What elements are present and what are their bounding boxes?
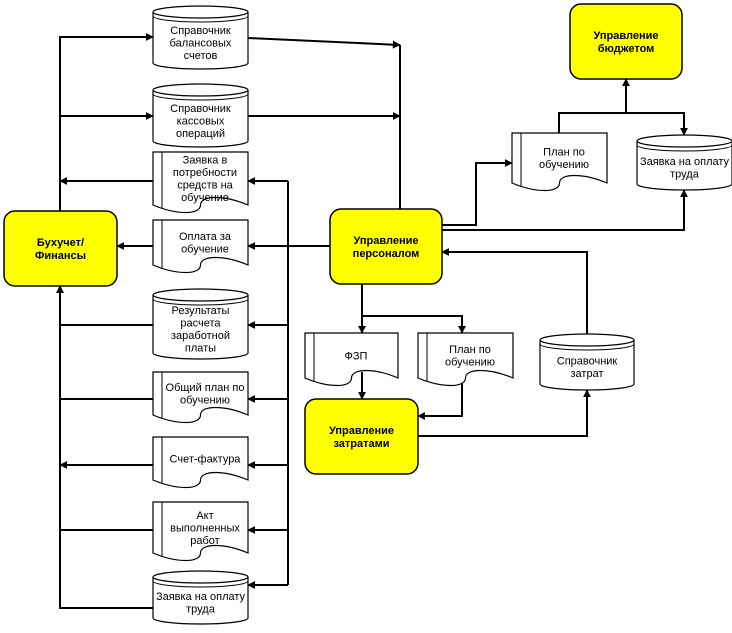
label-line: Бухучет/ [37,237,84,249]
label-line: работ [190,535,219,547]
process-buhuchet: Бухучет/Финансы [3,210,118,287]
label-line: расчета [180,318,221,330]
connector-line [558,112,688,136]
document-invoice: Счет-фактура [152,436,249,489]
connector-line [442,159,513,226]
label-line: заработной [171,330,230,342]
document-payroll_fund: ФЗП [304,332,399,387]
label-line: Заявка в [183,155,228,167]
label-line: Результаты [172,305,230,317]
label-line: средств на [177,180,233,192]
label-line: Финансы [35,250,86,262]
connector-line [56,285,153,609]
label-line: обучению [539,159,589,171]
label-line: Счет-фактура [170,453,242,465]
label-line: Справочник [170,103,231,115]
label-line: ФЗП [345,350,368,362]
label-line: Заявка на оплату [156,591,246,603]
label-line: затратами [333,438,389,450]
label-line: труда [670,169,700,181]
label-line: труда [186,604,216,616]
connectors [56,33,688,609]
connector-line [441,248,588,334]
label-line: Общий план по [166,382,245,394]
label-line: счетов [184,50,218,62]
connector-line [417,378,463,420]
connector-line [56,285,153,326]
label-line: кассовых [177,115,225,127]
label-line: операций [176,128,225,140]
label-line: обучению [180,395,230,407]
label-line: затрат [571,368,604,380]
label-line: Управление [329,425,394,437]
label-line: обучение [181,192,229,204]
svg-text:Бухучет/Финансы: Бухучет/Финансы [35,237,86,262]
label-line: Оплата за [179,231,232,243]
label-line: бюджетом [598,43,655,55]
label-line: Управление [593,30,658,42]
connector-line [362,315,466,334]
label-line: обучению [445,357,495,369]
connector-line [59,33,154,211]
label-line: План по [543,147,585,159]
label-line: потребности [173,167,237,179]
connector-line [442,189,688,231]
label-line: балансовых [170,37,232,49]
label-line: обучение [181,244,229,256]
connector-line [247,37,401,49]
label-line: Справочник [557,356,618,368]
label-line: Управление [353,235,418,247]
label-line: Справочник [170,25,231,37]
svg-text:Счет-фактура: Счет-фактура [170,453,242,465]
svg-text:ФЗП: ФЗП [345,350,368,362]
label-line: выполненных [170,522,240,534]
label-line: План по [449,344,491,356]
label-line: платы [185,343,216,355]
label-line: Акт [196,510,213,522]
label-line: Заявка на оплату [640,156,730,168]
connector-line [418,389,591,437]
label-line: персоналом [353,248,420,260]
